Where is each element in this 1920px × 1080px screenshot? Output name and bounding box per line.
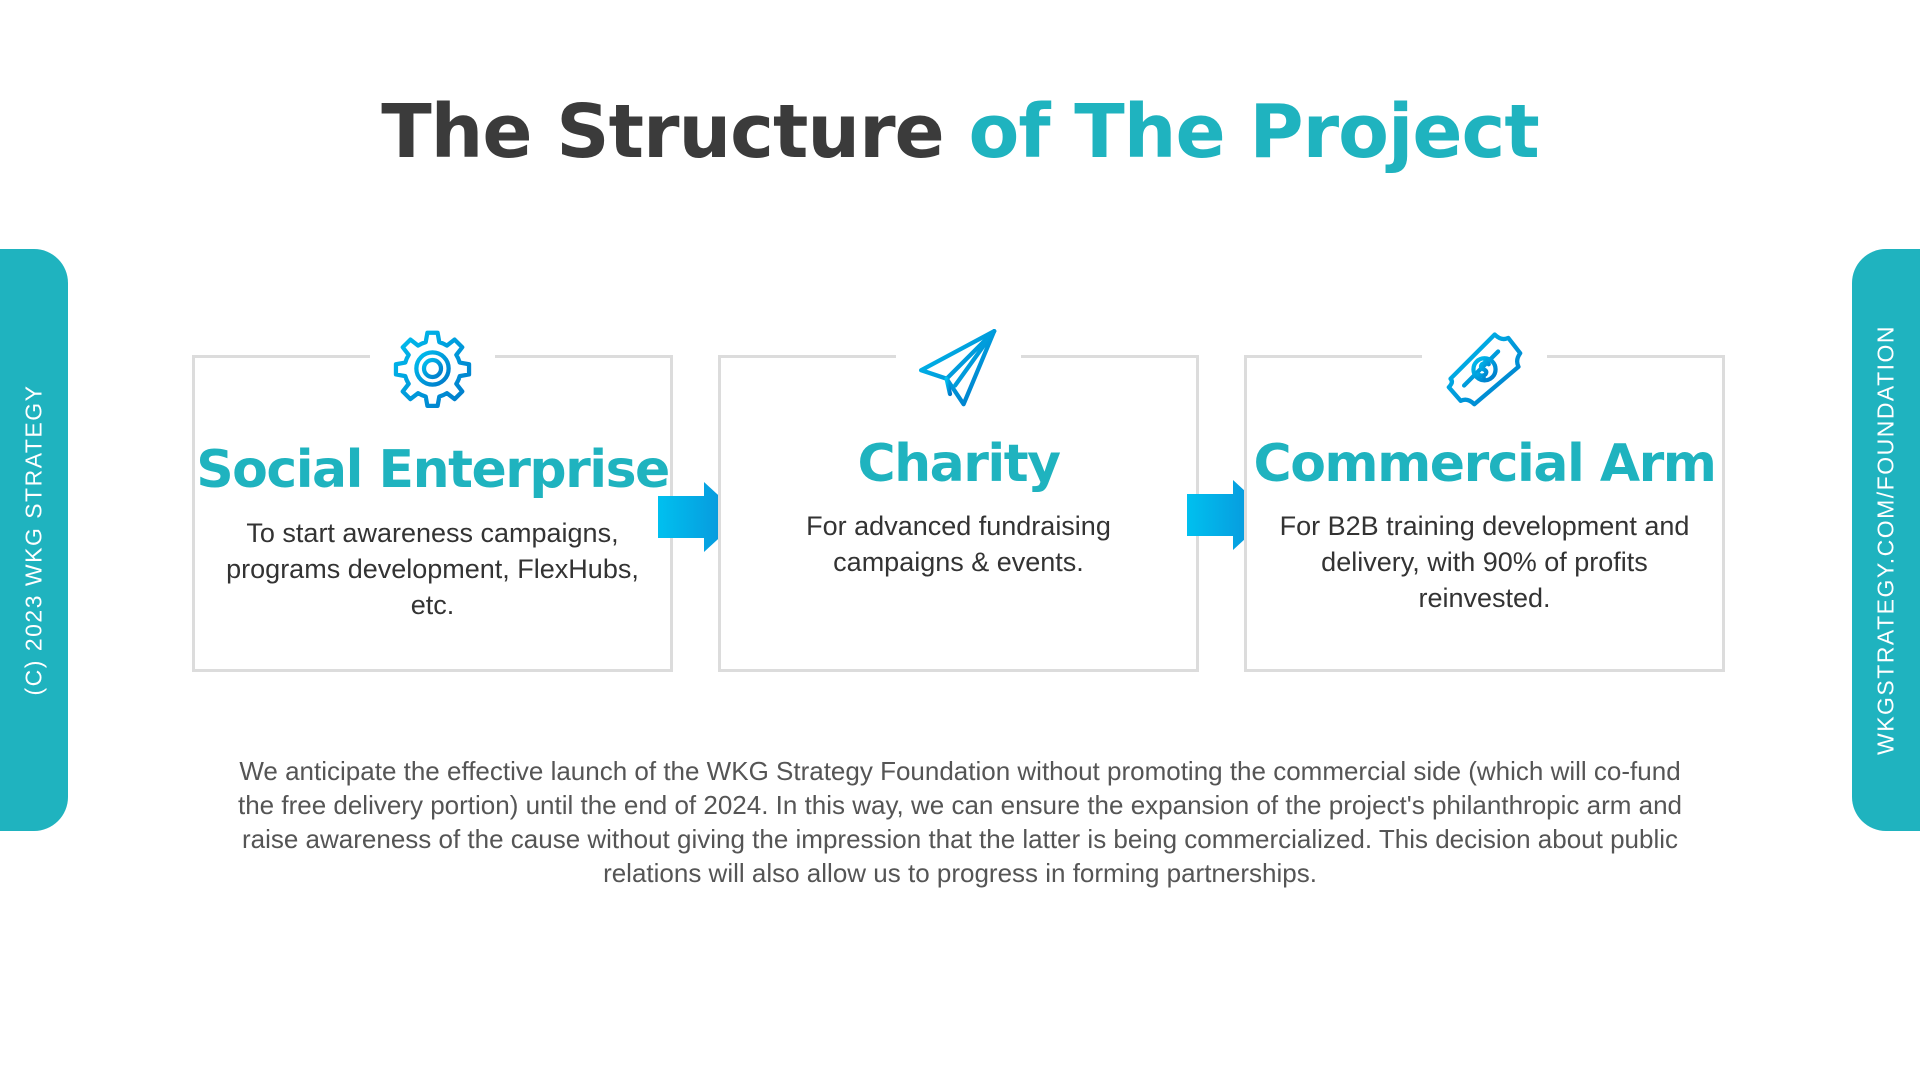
title-part-teal: of The Project	[968, 89, 1540, 175]
money-icon	[1446, 332, 1523, 407]
card-commercial-arm: Commercial Arm For B2B training developm…	[1244, 332, 1725, 672]
card-description: For B2B training development and deliver…	[1279, 511, 1690, 613]
right-side-tab: WKGSTRATEGY.COM/FOUNDATION	[1852, 249, 1920, 831]
card-description: For advanced fundraising campaigns & eve…	[806, 511, 1111, 577]
card-charity: Charity For advanced fundraising campaig…	[718, 328, 1199, 672]
left-side-tab: (C) 2023 WKG STRATEGY	[0, 249, 68, 831]
card-title: Social Enterprise	[196, 440, 670, 500]
card-description: To start awareness campaigns, programs d…	[226, 518, 639, 620]
summary-paragraph: We anticipate the effective launch of th…	[237, 756, 1682, 888]
page-title: The Structure of The Project	[0, 89, 1920, 175]
copyright-text: (C) 2023 WKG STRATEGY	[20, 384, 47, 696]
card-title: Charity	[857, 434, 1062, 494]
card-social-enterprise: Social Enterprise To start awareness cam…	[192, 330, 673, 672]
paper-plane-icon	[918, 328, 997, 407]
title-part-dark: The Structure	[381, 89, 945, 175]
card-title: Commercial Arm	[1253, 434, 1717, 494]
website-text: WKGSTRATEGY.COM/FOUNDATION	[1872, 324, 1899, 756]
gear-icon	[393, 330, 472, 409]
